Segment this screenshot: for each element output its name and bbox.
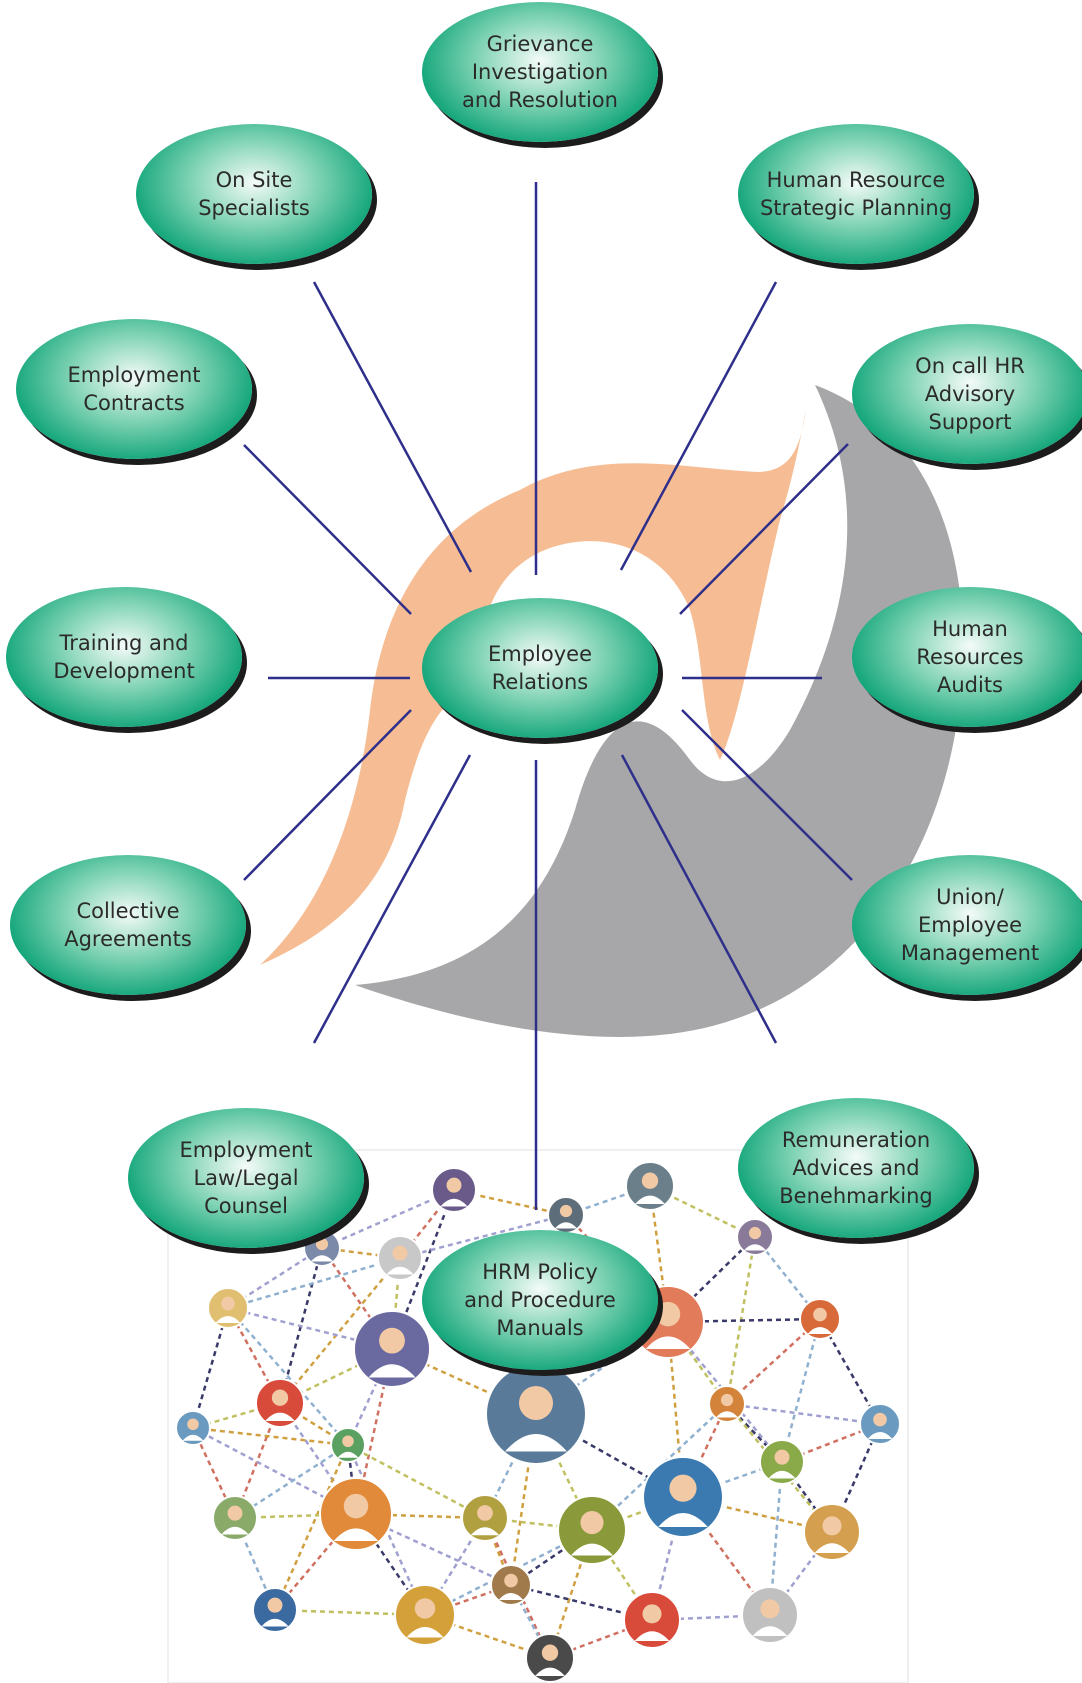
person-avatar-icon (212, 1495, 258, 1541)
node-hrm-policy: HRM Policy and Procedure Manuals (422, 1230, 658, 1370)
node-employment-law: Employment Law/Legal Counsel (128, 1108, 364, 1248)
node-employment-contracts-label: Employment Contracts (67, 363, 201, 415)
network-edge (726, 1402, 881, 1426)
person-avatar-icon (799, 1298, 841, 1340)
person-avatar-icon (708, 1385, 746, 1423)
person-avatar-icon (803, 1503, 861, 1561)
connector-lines (243, 182, 853, 1210)
node-on-site-label: On Site Specialists (198, 168, 310, 220)
network-edge (399, 1213, 567, 1260)
node-training: Training and Development (6, 587, 242, 727)
orange-swoosh-shape (260, 410, 806, 965)
person-avatar-icon (255, 1378, 305, 1428)
node-hr-audits-label: Human Resources Audits (916, 617, 1024, 697)
node-remuneration: Remuneration Advices and Benehmarking (738, 1098, 974, 1238)
network-edge (273, 1444, 350, 1611)
node-collective-label: Collective Agreements (64, 899, 192, 951)
person-avatar-icon (394, 1584, 456, 1646)
person-avatar-icon (547, 1196, 585, 1234)
node-on-call-hr-label: On call HR Advisory Support (915, 354, 1025, 434)
node-employment-contracts: Employment Contracts (16, 319, 252, 459)
person-avatar-icon (431, 1167, 477, 1213)
connector-line (681, 709, 853, 881)
network-edge (780, 1318, 822, 1463)
network-edge (274, 1608, 426, 1617)
network-edge (227, 1256, 401, 1310)
person-avatar-icon (525, 1633, 575, 1683)
connector-line (243, 444, 412, 615)
node-union: Union/ Employee Management (852, 855, 1082, 995)
person-avatar-icon (623, 1591, 681, 1649)
person-avatar-icon (207, 1287, 249, 1329)
person-avatar-icon (319, 1477, 393, 1551)
person-avatar-icon (631, 1285, 705, 1359)
center-node-employee-relations-label: Employee Relations (487, 642, 592, 694)
node-hr-strategic-label: Human Resource Strategic Planning (759, 168, 953, 220)
network-edge (483, 1517, 552, 1659)
network-edge (591, 1495, 684, 1532)
node-hrm-policy-label: HRM Policy and Procedure Manuals (464, 1260, 616, 1340)
connector-line (312, 281, 473, 573)
network-edge (347, 1443, 486, 1520)
node-hr-strategic: Human Resource Strategic Planning (738, 124, 974, 264)
connector-line (312, 754, 472, 1044)
person-avatar-icon (252, 1587, 298, 1633)
network-edge (227, 1306, 393, 1351)
person-avatar-icon (759, 1439, 805, 1485)
person-avatar-icon (353, 1310, 431, 1388)
person-avatar-icon (303, 1229, 341, 1267)
node-on-site: On Site Specialists (136, 124, 372, 264)
connector-line (620, 754, 778, 1044)
node-grievance: Grievance Investigation and Resolution (422, 2, 658, 142)
person-avatar-icon (741, 1586, 799, 1644)
node-union-label: Union/ Employee Management (900, 885, 1040, 965)
network-edge (279, 1257, 401, 1404)
person-avatar-icon (557, 1495, 627, 1565)
person-avatar-icon (859, 1403, 901, 1445)
gray-swoosh-shape (355, 385, 964, 1037)
connector-line (243, 709, 412, 881)
person-avatar-icon (642, 1456, 724, 1538)
node-remuneration-label: Remuneration Advices and Benehmarking (779, 1128, 933, 1208)
network-edge (390, 1189, 456, 1350)
node-grievance-label: Grievance Investigation and Resolution (462, 32, 618, 112)
network-edge (681, 1496, 772, 1616)
node-on-call-hr: On call HR Advisory Support (852, 324, 1082, 464)
person-avatar-icon (736, 1218, 774, 1256)
network-edge (227, 1307, 349, 1446)
person-avatar-icon (377, 1235, 423, 1281)
network-edge (192, 1426, 349, 1447)
people-network-icon (175, 1161, 901, 1683)
node-hr-audits: Human Resources Audits (852, 587, 1082, 727)
center-node-employee-relations: Employee Relations (422, 598, 658, 738)
person-avatar-icon (485, 1363, 587, 1465)
connector-line (619, 281, 778, 571)
network-edge (667, 1317, 821, 1324)
person-avatar-icon (330, 1427, 366, 1463)
connector-line (679, 443, 849, 615)
person-avatar-icon (490, 1564, 532, 1606)
node-employment-law-label: Employment Law/Legal Counsel (179, 1138, 313, 1218)
network-edge (321, 1188, 455, 1250)
node-training-label: Training and Development (53, 631, 195, 683)
person-avatar-icon (625, 1161, 675, 1211)
person-avatar-icon (175, 1410, 211, 1446)
node-collective: Collective Agreements (10, 855, 246, 995)
person-avatar-icon (461, 1494, 509, 1542)
